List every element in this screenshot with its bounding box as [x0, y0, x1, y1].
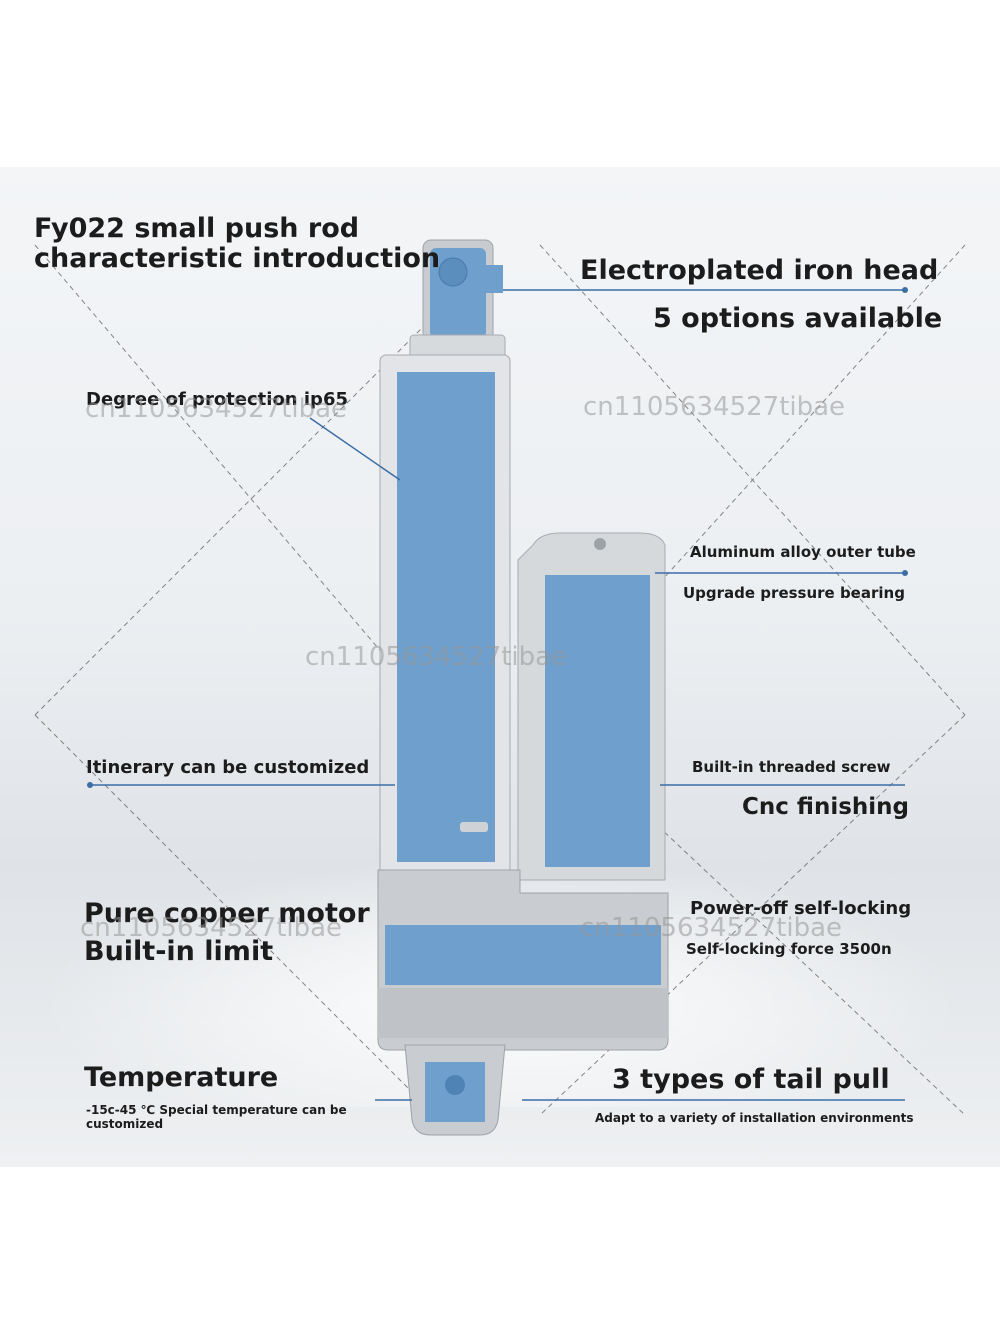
label-tail-note: Adapt to a variety of installation envir…: [595, 1111, 914, 1125]
label-pressure-bearing: Upgrade pressure bearing: [683, 584, 905, 602]
watermark-3: cn1105634527tibae: [305, 642, 568, 672]
label-self-locking-force: Self-locking force 3500n: [686, 940, 892, 958]
title-line-1: Fy022 small push rod: [34, 213, 360, 244]
label-threaded-screw: Built-in threaded screw: [692, 758, 891, 776]
inner-tube: [379, 354, 511, 876]
label-temperature: Temperature: [84, 1062, 279, 1093]
watermark-1: cn1105634527tibae: [85, 394, 348, 424]
title-line-2: characteristic introduction: [34, 243, 441, 274]
outer-tube: [517, 532, 666, 881]
label-temperature-note-1: -15c-45 ℃ Special temperature can be: [86, 1103, 347, 1117]
tail-mount: [404, 1044, 506, 1136]
label-electroplated-head: Electroplated iron head: [580, 255, 939, 286]
callout-dots: [87, 287, 908, 788]
watermark-4: cn1105634527tibae: [80, 913, 343, 943]
label-protection: Degree of protection ip65: [86, 389, 348, 410]
label-copper-motor: Pure copper motor: [84, 898, 370, 929]
label-tail-types: 3 types of tail pull: [612, 1064, 890, 1095]
label-aluminum-tube: Aluminum alloy outer tube: [690, 543, 916, 561]
label-itinerary: Itinerary can be customized: [86, 757, 370, 778]
label-options: 5 options available: [653, 303, 943, 334]
label-cnc: Cnc finishing: [742, 794, 909, 820]
watermark-2: cn1105634527tibae: [583, 392, 846, 422]
motor-housing: [377, 869, 669, 1051]
label-builtin-limit: Built-in limit: [84, 936, 274, 967]
label-power-off: Power-off self-locking: [690, 898, 912, 919]
callout-lines: [90, 289, 905, 1101]
label-temperature-note-2: customized: [86, 1117, 164, 1131]
watermark-5: cn1105634527tibae: [580, 913, 843, 943]
